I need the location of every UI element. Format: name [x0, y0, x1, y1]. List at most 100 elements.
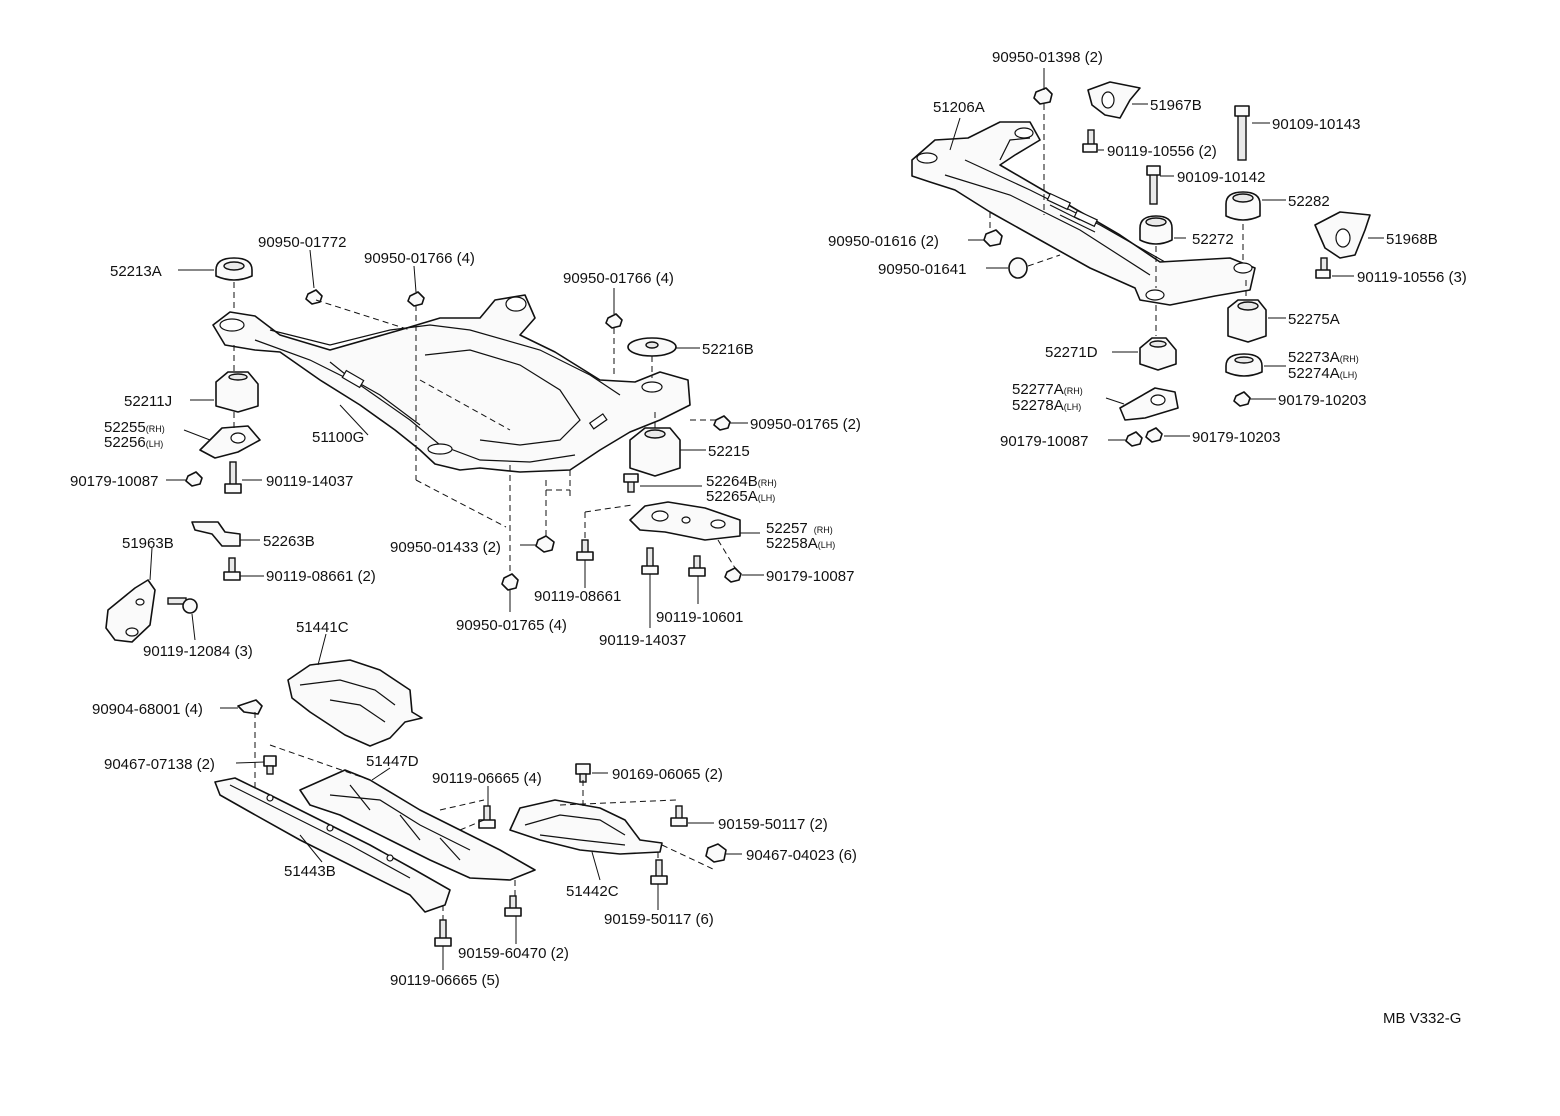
document-code: MB V332-G [1383, 1010, 1462, 1027]
bracket-52277A [1119, 387, 1179, 421]
bolt-90109-10142 [1146, 165, 1161, 205]
bolt-90119-06665-4 [478, 805, 496, 829]
label-51441C: 51441C [296, 619, 349, 636]
label-90467-07138: 90467-07138 (2) [104, 756, 215, 773]
label-51100G: 51100G [312, 429, 364, 446]
label-90950-01641: 90950-01641 [878, 261, 966, 278]
label-52265A: 52265A(LH) [706, 488, 775, 505]
stopper-52216B [627, 337, 677, 357]
nut-90179-10087-b [724, 567, 742, 583]
bracket-51963B [105, 579, 156, 643]
label-90109-10143: 90109-10143 [1272, 116, 1360, 133]
bolt-90119-10601 [688, 555, 706, 577]
label-52256: 52256(LH) [104, 434, 163, 451]
label-51443B: 51443B [284, 863, 336, 880]
label-90950-01765-2: 90950-01765 (2) [750, 416, 861, 433]
label-90950-01766-a: 90950-01766 (4) [364, 250, 475, 267]
label-51968B: 51968B [1386, 231, 1438, 248]
bolt-90159-50117-2 [670, 805, 688, 827]
label-90119-06665-5: 90119-06665 (5) [390, 972, 500, 989]
under-cover-assembly [214, 659, 727, 947]
nut-90179-10203-a [1233, 391, 1251, 407]
stopper-52273A [1225, 353, 1263, 377]
label-90950-01765-4: 90950-01765 (4) [456, 617, 567, 634]
label-90119-10556-2: 90119-10556 (2) [1107, 143, 1217, 160]
nut-90950-01765-2 [713, 415, 731, 431]
nut-90467-04023 [705, 843, 727, 863]
label-52264B: 52264B(RH) [706, 473, 777, 490]
bracket-52263B [191, 521, 241, 547]
label-90119-08661-2: 90119-08661 (2) [266, 568, 376, 585]
stopper-52213A [215, 257, 253, 281]
label-90119-10601: 90119-10601 [656, 609, 743, 626]
label-90950-01616: 90950-01616 (2) [828, 233, 939, 250]
bracket-52255 [199, 425, 261, 459]
label-52263B: 52263B [263, 533, 315, 550]
label-90179-10087-a: 90179-10087 [70, 473, 158, 490]
nut-90179-10087-r [1125, 431, 1143, 447]
label-52216B: 52216B [702, 341, 754, 358]
label-90159-60470: 90159-60470 (2) [458, 945, 569, 962]
bolt-90119-10556-a [1082, 129, 1098, 153]
bolt-90119-14037-b [641, 547, 659, 575]
bolt-90119-08661 [576, 539, 594, 561]
label-51442C: 51442C [566, 883, 619, 900]
label-90950-01766-b: 90950-01766 (4) [563, 270, 674, 287]
label-90119-10556-3: 90119-10556 (3) [1357, 269, 1467, 286]
rear-member-assembly [911, 81, 1371, 447]
cover-51441C [287, 659, 423, 747]
label-51447D: 51447D [366, 753, 419, 770]
label-90179-10203-a: 90179-10203 [1278, 392, 1366, 409]
label-52277A: 52277A(RH) [1012, 381, 1083, 398]
label-90950-01772: 90950-01772 [258, 234, 346, 251]
clip-90169-06065 [575, 763, 591, 783]
nut-90950-01766-a [407, 291, 425, 307]
label-52257: 52257(RH) [766, 520, 833, 537]
bolt-90119-06665-5 [434, 919, 452, 947]
label-51963B: 51963B [122, 535, 174, 552]
label-52211J: 52211J [124, 393, 172, 410]
bolt-90119-10556-b [1315, 257, 1331, 279]
plug-90950-01641 [1008, 257, 1028, 279]
label-90950-01433: 90950-01433 (2) [390, 539, 501, 556]
nut-90950-01766-b [605, 313, 623, 329]
label-90467-04023: 90467-04023 (6) [746, 847, 857, 864]
label-90179-10203-b: 90179-10203 [1192, 429, 1280, 446]
label-90179-10087-b: 90179-10087 [766, 568, 854, 585]
leader-lines [149, 68, 1384, 970]
label-52213A: 52213A [110, 263, 162, 280]
label-90119-06665-4: 90119-06665 (4) [432, 770, 542, 787]
label-52278A: 52278A(LH) [1012, 397, 1081, 414]
label-90119-14037-a: 90119-14037 [266, 473, 353, 490]
cushion-52215 [629, 427, 681, 477]
part-labels: 90950-01398 (2) 51967B 51206A 90109-1014… [70, 49, 1467, 989]
bolt-90159-60470 [504, 895, 522, 917]
nut-90950-01616 [983, 229, 1003, 247]
label-51206A: 51206A [933, 99, 985, 116]
front-member-51100G [212, 294, 691, 473]
label-52258A: 52258A(LH) [766, 535, 835, 552]
cover-51443B [214, 777, 451, 913]
cushion-52282 [1225, 191, 1261, 221]
nut-90179-10203-b [1145, 427, 1163, 443]
label-52215: 52215 [708, 443, 750, 460]
cover-51442C [509, 799, 663, 855]
label-90904-68001: 90904-68001 (4) [92, 701, 203, 718]
nut-90950-01398 [1033, 87, 1053, 105]
clip-90904-68001 [237, 699, 263, 715]
bolt-52264B [623, 473, 639, 493]
clip-90467-07138 [263, 755, 277, 775]
bolt-90159-50117-6 [650, 859, 668, 885]
bracket-52257 [629, 501, 741, 541]
cushion-52272 [1139, 215, 1173, 245]
front-member-assembly [105, 257, 742, 643]
label-51967B: 51967B [1150, 97, 1202, 114]
label-90159-50117-2: 90159-50117 (2) [718, 816, 828, 833]
label-52272: 52272 [1192, 231, 1234, 248]
label-52282: 52282 [1288, 193, 1330, 210]
cushion-52275A [1227, 299, 1267, 343]
label-90119-14037-b: 90119-14037 [599, 632, 686, 649]
label-52274A: 52274A(LH) [1288, 365, 1357, 382]
bolt-90119-14037-a [224, 461, 242, 494]
label-52255: 52255(RH) [104, 419, 165, 436]
